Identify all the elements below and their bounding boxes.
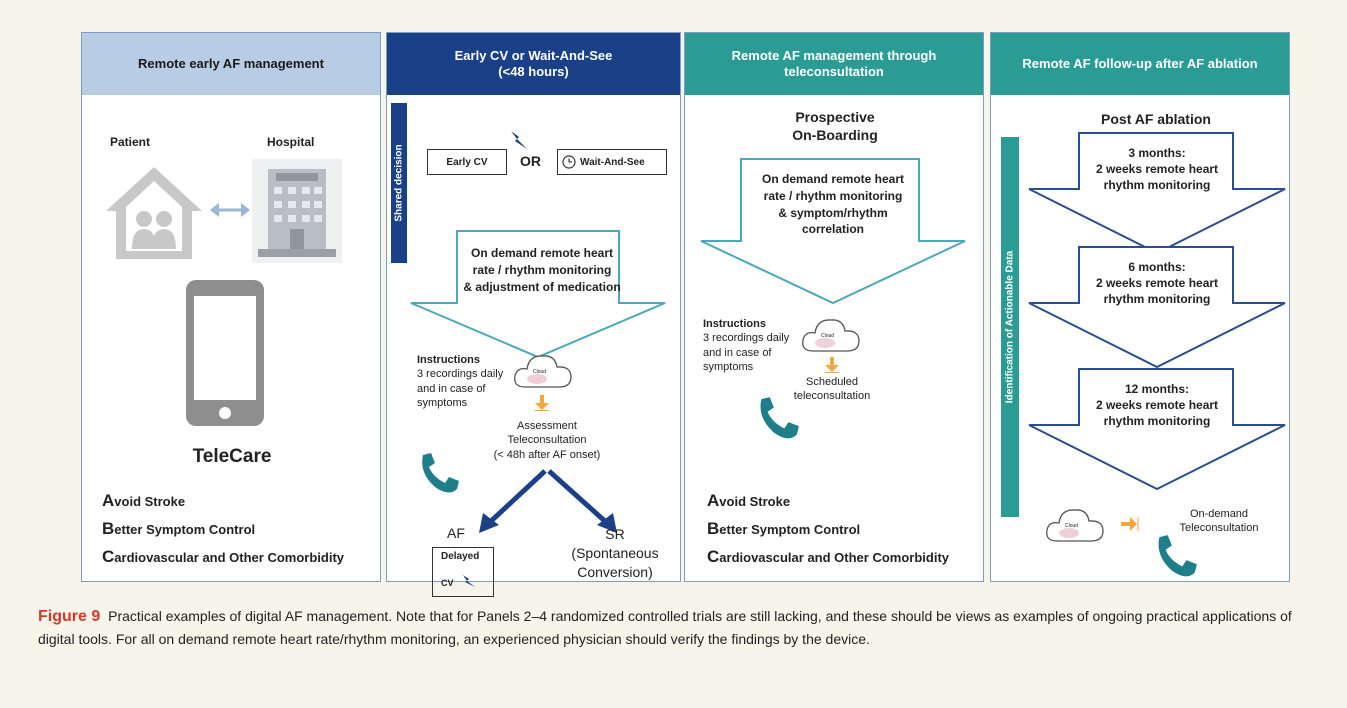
house-icon [106,167,202,259]
panel-title: Remote early AF management [138,55,324,71]
caption-text: Practical examples of digital AF managem… [38,608,1292,647]
panel-title: Remote AF management through [731,47,937,63]
step-arrow-6-months [1028,246,1286,369]
telecare-label: TeleCare [192,446,272,467]
lightning-icon [463,575,475,587]
monitoring-arrow [700,158,966,305]
patient-label: Patient [110,135,151,149]
panel-subtitle: teleconsultation [784,64,884,79]
abc-item-a: Avoid Stroke [707,491,791,510]
monitoring-arrow [410,230,666,359]
figure-caption: Figure 9 Practical examples of digital A… [38,605,1323,650]
cloud-icon [802,319,860,352]
af-label: AF [447,525,465,541]
down-arrow-orange [535,395,549,411]
hospital-icon [252,159,342,263]
figure-label: Figure 9 [38,608,101,625]
panel-title: Early CV or Wait-And-See [454,47,613,63]
delayed-cv-box: Delayed CV [432,547,494,597]
panel-title: Remote AF follow-up after AF ablation [1022,55,1258,71]
abc-list: Avoid Stroke Better Symptom Control Card… [707,491,949,567]
abc-list: Avoid Stroke Better Symptom Control Card… [102,491,344,567]
actionable-data-bar: Identification of Actionable Data [1001,137,1019,517]
abc-item-c: Cardiovascular and Other Comorbidity [102,547,344,566]
panel-early-cv: Early CV or Wait-And-See(<48 hours) Shar… [386,32,681,597]
phone-icon [422,453,459,493]
step-arrow-3-months [1028,132,1286,255]
abc-item-b: Better Symptom Control [102,519,256,538]
right-arrow-orange [1121,517,1139,531]
early-cv-box: Early CV [427,149,507,175]
phone-icon [760,397,799,439]
cloud-label: Cloud [1065,523,1079,529]
panel-subtitle: (<48 hours) [498,64,569,79]
clock-icon [562,155,576,169]
abc-item-c: Cardiovascular and Other Comorbidity [707,547,949,566]
double-arrow-icon [210,203,250,217]
wait-and-see-box: Wait-And-See [557,149,667,175]
panel-header: Early CV or Wait-And-See(<48 hours) [387,33,680,95]
panel-header: Remote AF follow-up after AF ablation [991,33,1289,95]
phone-icon [1158,535,1197,577]
cloud-label: Cloud [533,369,547,375]
cloud-icon [514,355,572,388]
panel-header: Remote early AF management [82,33,380,95]
down-arrow-orange [825,357,839,373]
smartphone-icon [186,280,264,426]
post-ablation-label: Post AF ablation [1101,111,1211,127]
figure: Remote early AF management Patient Hospi… [18,14,1331,684]
or-label: OR [520,153,541,169]
cloud-label: Cloud [821,333,835,339]
step-arrow-12-months [1028,368,1286,491]
panel-follow-up: Remote AF follow-up after AF ablation Po… [990,32,1290,582]
abc-item-a: Avoid Stroke [102,491,186,510]
shared-decision-bar: Shared decision [391,103,407,263]
cloud-icon [1046,509,1104,542]
abc-item-b: Better Symptom Control [707,519,861,538]
panel-remote-early-af: Remote early AF management Patient Hospi… [81,32,381,582]
lightning-icon [511,131,527,149]
hospital-label: Hospital [267,135,315,149]
branch-arrows [479,469,617,533]
